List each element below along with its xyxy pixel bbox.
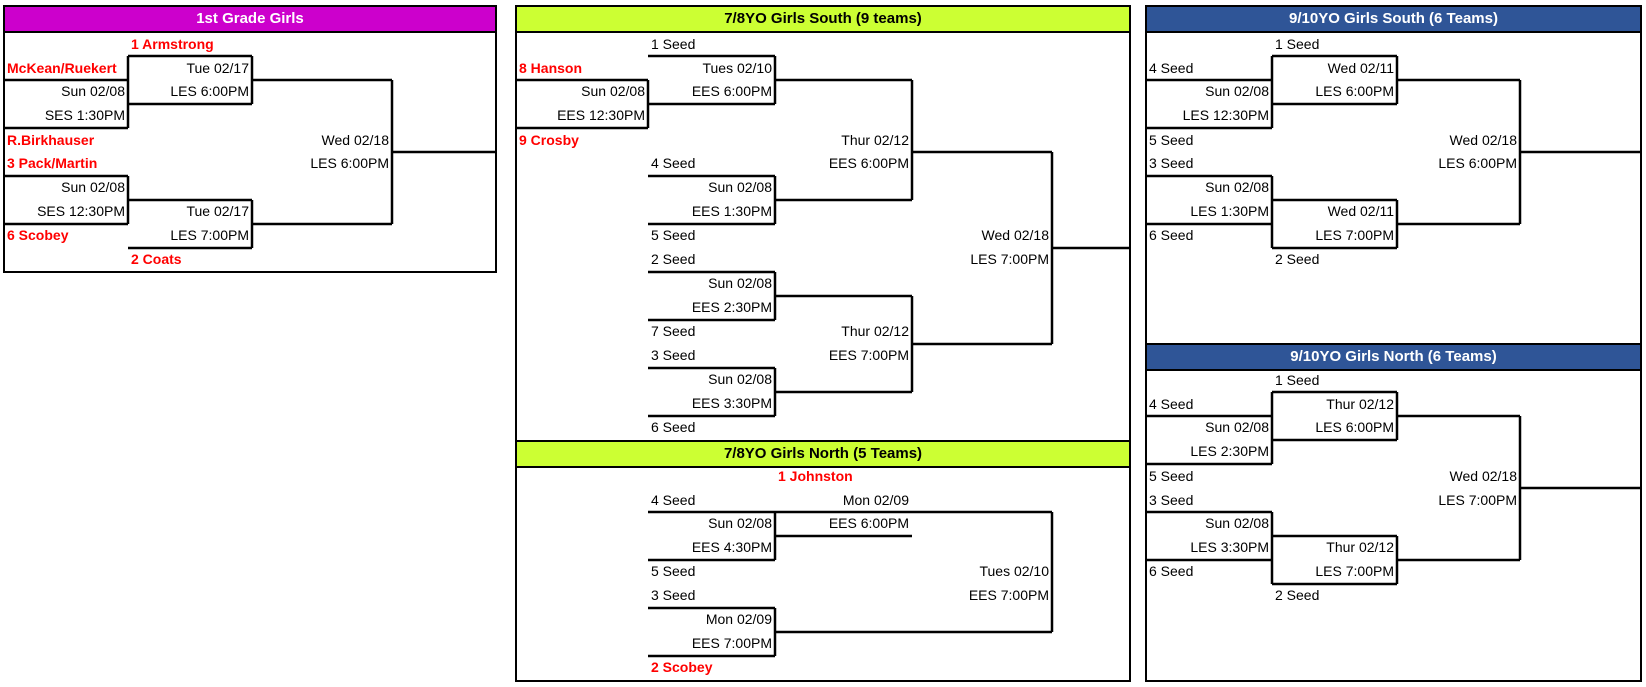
north910-r1b-date: Sun 02/08 xyxy=(1205,515,1269,531)
first-grade-game1-date: Sun 02/08 xyxy=(61,83,125,99)
north910-sf1-date: Thur 02/12 xyxy=(1326,396,1394,412)
south910-seed-1: 1 Seed xyxy=(1275,36,1320,52)
south78-qf1-location: EES 6:00PM xyxy=(691,83,772,99)
first-grade-final-date: Wed 02/18 xyxy=(321,132,389,148)
north910-final-location: LES 7:00PM xyxy=(1438,492,1517,508)
south78-sf1-date: Thur 02/12 xyxy=(841,132,909,148)
south910-final-location: LES 6:00PM xyxy=(1438,155,1517,171)
south910-r1b-location: LES 1:30PM xyxy=(1190,203,1269,219)
north78-seed-3: 3 Seed xyxy=(651,587,696,603)
north78-sf2-location: EES 7:00PM xyxy=(691,635,772,651)
south910-bracket: 9/10YO Girls South (6 Teams) xyxy=(1145,5,1642,345)
north910-bracket: 9/10YO Girls North (6 Teams) xyxy=(1145,343,1642,682)
south78-bracket: 7/8YO Girls South (9 teams) xyxy=(515,5,1131,442)
first-grade-game1-location: SES 1:30PM xyxy=(44,107,125,123)
south78-r1c-location: EES 3:30PM xyxy=(691,395,772,411)
north78-final-location: EES 7:00PM xyxy=(968,587,1049,603)
north78-sf1-location: EES 6:00PM xyxy=(828,515,909,531)
first-grade-team-a: McKean/Ruekert xyxy=(7,60,117,76)
north910-sf2-location: LES 7:00PM xyxy=(1315,563,1394,579)
south78-seed-4: 4 Seed xyxy=(651,155,696,171)
north910-seed-5: 5 Seed xyxy=(1149,468,1194,484)
north910-seed-1: 1 Seed xyxy=(1275,372,1320,388)
south78-final-location: LES 7:00PM xyxy=(970,251,1049,267)
first-grade-final-location: LES 6:00PM xyxy=(310,155,389,171)
first-grade-team-d: 6 Scobey xyxy=(7,227,69,243)
south78-play-in-location: EES 12:30PM xyxy=(557,107,645,123)
south910-r1a-date: Sun 02/08 xyxy=(1205,83,1269,99)
north910-sf1-location: LES 6:00PM xyxy=(1315,419,1394,435)
south78-r1a-date: Sun 02/08 xyxy=(708,179,772,195)
south78-team-8: 8 Hanson xyxy=(519,60,583,76)
north910-seed-3: 3 Seed xyxy=(1149,492,1194,508)
south910-final-date: Wed 02/18 xyxy=(1449,132,1517,148)
south910-sf2-date: Wed 02/11 xyxy=(1327,203,1394,219)
south78-r1c-date: Sun 02/08 xyxy=(708,371,772,387)
south78-sf2-location: EES 7:00PM xyxy=(828,347,909,363)
south78-final-date: Wed 02/18 xyxy=(981,227,1049,243)
first-grade-semi1-location: LES 6:00PM xyxy=(170,83,249,99)
north78-sf1-date: Mon 02/09 xyxy=(842,492,909,508)
south78-seed-1: 1 Seed xyxy=(651,36,696,52)
south910-seed-2: 2 Seed xyxy=(1275,251,1320,267)
first-grade-bracket: 1st Grade Girls xyxy=(3,5,497,273)
south910-seed-5: 5 Seed xyxy=(1149,132,1194,148)
south910-seed-6: 6 Seed xyxy=(1149,227,1194,243)
south78-r1a-location: EES 1:30PM xyxy=(691,203,772,219)
first-grade-title: 1st Grade Girls xyxy=(5,7,495,33)
south910-sf1-date: Wed 02/11 xyxy=(1327,60,1394,76)
south910-seed-3: 3 Seed xyxy=(1149,155,1194,171)
north78-seed-5: 5 Seed xyxy=(651,563,696,579)
north910-r1a-date: Sun 02/08 xyxy=(1205,419,1269,435)
south910-r1b-date: Sun 02/08 xyxy=(1205,179,1269,195)
first-grade-game2-location: SES 12:30PM xyxy=(37,203,125,219)
south910-r1a-location: LES 12:30PM xyxy=(1182,107,1269,123)
north910-title: 9/10YO Girls North (6 Teams) xyxy=(1147,345,1640,371)
south78-qf1-date: Tues 02/10 xyxy=(702,60,772,76)
north910-seed-6: 6 Seed xyxy=(1149,563,1194,579)
north910-r1a-location: LES 2:30PM xyxy=(1190,443,1269,459)
north910-sf2-date: Thur 02/12 xyxy=(1326,539,1394,555)
north910-final-date: Wed 02/18 xyxy=(1449,468,1517,484)
south78-r1b-date: Sun 02/08 xyxy=(708,275,772,291)
north78-r1a-date: Sun 02/08 xyxy=(708,515,772,531)
south78-seed-2: 2 Seed xyxy=(651,251,696,267)
north78-bracket: 7/8YO Girls North (5 Teams) xyxy=(515,440,1131,682)
north78-sf2-date: Mon 02/09 xyxy=(705,611,772,627)
north78-seed-top: 1 Johnston xyxy=(778,468,853,484)
south78-title: 7/8YO Girls South (9 teams) xyxy=(517,7,1129,33)
first-grade-seed-top: 1 Armstrong xyxy=(131,36,214,52)
north78-title: 7/8YO Girls North (5 Teams) xyxy=(517,442,1129,468)
south78-sf1-location: EES 6:00PM xyxy=(828,155,909,171)
south78-sf2-date: Thur 02/12 xyxy=(841,323,909,339)
south78-seed-6: 6 Seed xyxy=(651,419,696,435)
first-grade-semi2-location: LES 7:00PM xyxy=(170,227,249,243)
north78-seed-4: 4 Seed xyxy=(651,492,696,508)
first-grade-team-c: 3 Pack/Martin xyxy=(7,155,98,171)
south78-play-in-date: Sun 02/08 xyxy=(581,83,645,99)
first-grade-seed-bottom: 2 Coats xyxy=(131,251,182,267)
south78-seed-3: 3 Seed xyxy=(651,347,696,363)
first-grade-semi2-date: Tue 02/17 xyxy=(186,203,249,219)
north78-final-date: Tues 02/10 xyxy=(979,563,1049,579)
first-grade-game2-date: Sun 02/08 xyxy=(61,179,125,195)
south910-seed-4: 4 Seed xyxy=(1149,60,1194,76)
south78-r1b-location: EES 2:30PM xyxy=(691,299,772,315)
north910-seed-2: 2 Seed xyxy=(1275,587,1320,603)
north910-r1b-location: LES 3:30PM xyxy=(1190,539,1269,555)
south910-title: 9/10YO Girls South (6 Teams) xyxy=(1147,7,1640,33)
south78-seed-7: 7 Seed xyxy=(651,323,696,339)
first-grade-semi1-date: Tue 02/17 xyxy=(186,60,249,76)
south910-sf1-location: LES 6:00PM xyxy=(1315,83,1394,99)
north78-r1a-location: EES 4:30PM xyxy=(691,539,772,555)
south78-team-9: 9 Crosby xyxy=(519,132,579,148)
south78-seed-5: 5 Seed xyxy=(651,227,696,243)
north78-seed-bottom: 2 Scobey xyxy=(651,659,713,675)
first-grade-team-b: R.Birkhauser xyxy=(7,132,95,148)
south910-sf2-location: LES 7:00PM xyxy=(1315,227,1394,243)
north910-seed-4: 4 Seed xyxy=(1149,396,1194,412)
